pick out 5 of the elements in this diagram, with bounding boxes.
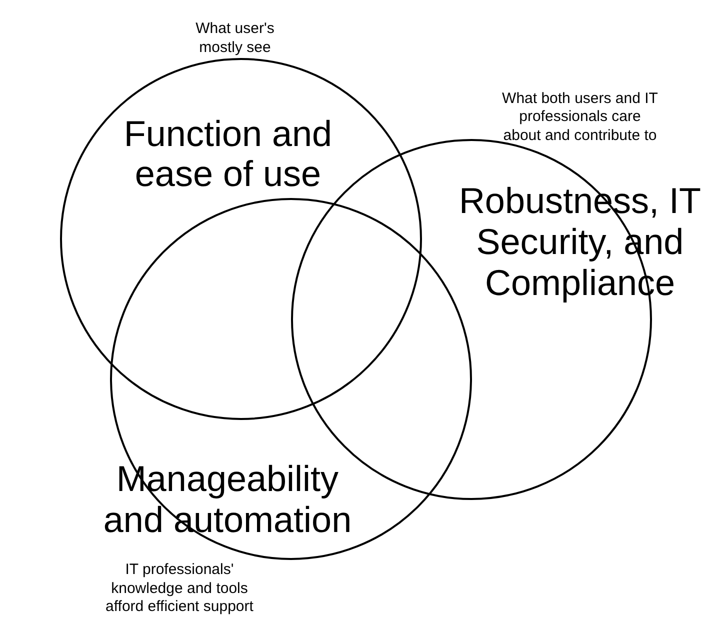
caption-note: IT professionals' knowledge and tools afford efficient support (104, 561, 254, 616)
venn-circle (60, 58, 422, 420)
caption-note: What user's mostly see (194, 20, 276, 57)
circle-label: Function and ease of use (122, 114, 334, 194)
caption-note: What both users and IT professionals care about and contribute to (501, 90, 659, 145)
